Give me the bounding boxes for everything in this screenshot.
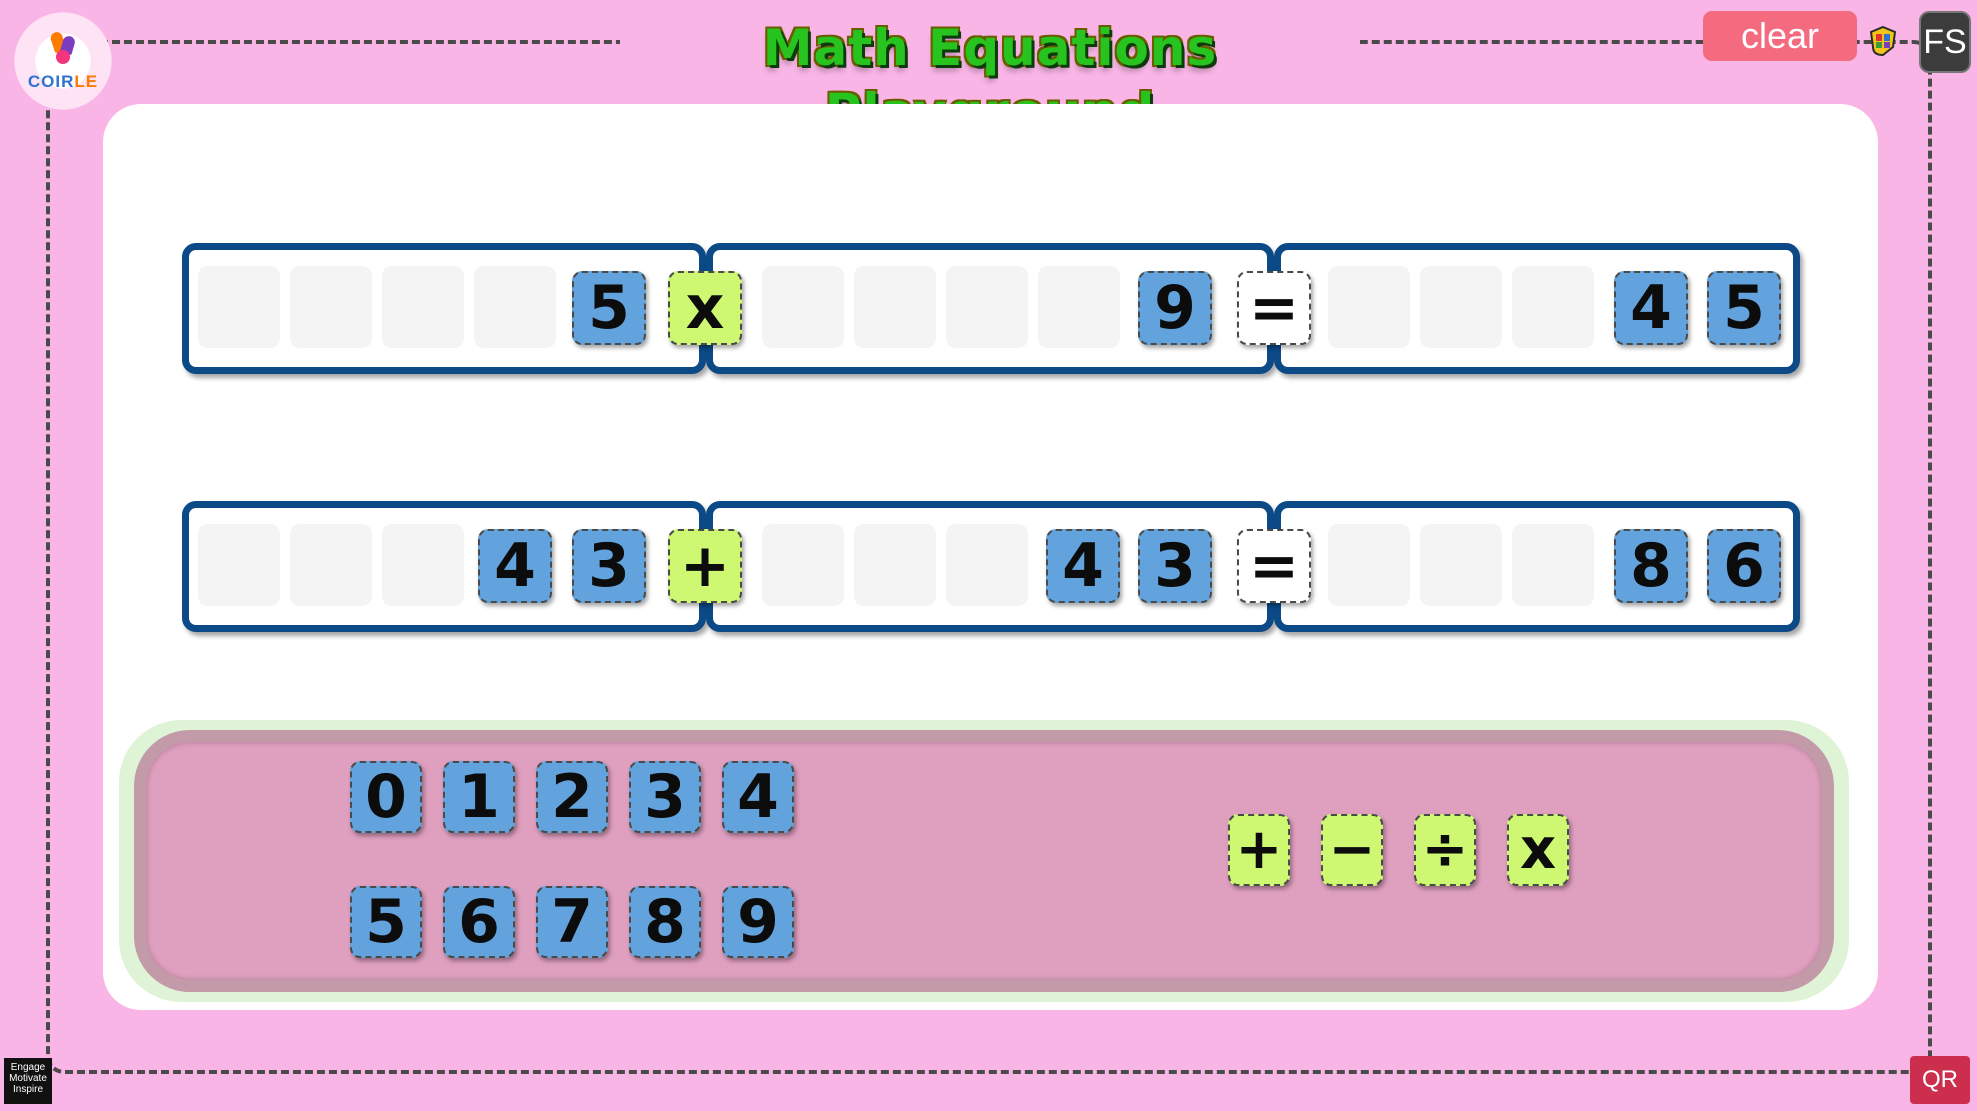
bank-operator-plus[interactable]: + bbox=[1228, 814, 1290, 886]
empty-slot[interactable] bbox=[198, 524, 280, 606]
number-tile[interactable]: 9 bbox=[1138, 271, 1212, 345]
equals-tile[interactable]: = bbox=[1237, 529, 1311, 603]
empty-slot[interactable] bbox=[1328, 524, 1410, 606]
empty-slot[interactable] bbox=[382, 266, 464, 348]
empty-slot[interactable] bbox=[1420, 266, 1502, 348]
empty-slot[interactable] bbox=[198, 266, 280, 348]
clear-button[interactable]: clear bbox=[1703, 11, 1857, 61]
engage-line: Engage bbox=[10, 1062, 46, 1073]
shield-badge-icon[interactable] bbox=[1868, 25, 1898, 57]
empty-slot[interactable] bbox=[290, 524, 372, 606]
number-tile[interactable]: 4 bbox=[1046, 529, 1120, 603]
engage-line: Inspire bbox=[12, 1084, 43, 1095]
empty-slot[interactable] bbox=[1038, 266, 1120, 348]
bank-digit-7[interactable]: 7 bbox=[536, 886, 608, 958]
logo-text: COIRLE bbox=[27, 72, 99, 91]
empty-slot[interactable] bbox=[854, 524, 936, 606]
pencil-logo-icon bbox=[46, 30, 80, 70]
number-tile[interactable]: 5 bbox=[572, 271, 646, 345]
number-tile[interactable]: 6 bbox=[1707, 529, 1781, 603]
page-title: Math Equations Playground bbox=[620, 16, 1360, 141]
fullscreen-button[interactable]: FS bbox=[1919, 11, 1971, 73]
bank-operator-minus[interactable]: − bbox=[1321, 814, 1383, 886]
operator-tile-plus[interactable]: + bbox=[668, 529, 742, 603]
number-tile[interactable]: 3 bbox=[1138, 529, 1212, 603]
empty-slot[interactable] bbox=[290, 266, 372, 348]
operator-tile-multiply[interactable]: x bbox=[668, 271, 742, 345]
bank-digit-6[interactable]: 6 bbox=[443, 886, 515, 958]
empty-slot[interactable] bbox=[1328, 266, 1410, 348]
empty-slot[interactable] bbox=[762, 266, 844, 348]
bank-digit-0[interactable]: 0 bbox=[350, 761, 422, 833]
qr-button[interactable]: QR bbox=[1910, 1056, 1970, 1104]
empty-slot[interactable] bbox=[1420, 524, 1502, 606]
empty-slot[interactable] bbox=[854, 266, 936, 348]
engage-motivate-inspire-logo[interactable]: Engage Motivate Inspire bbox=[4, 1058, 52, 1104]
number-tile[interactable]: 3 bbox=[572, 529, 646, 603]
empty-slot[interactable] bbox=[382, 524, 464, 606]
bank-digit-9[interactable]: 9 bbox=[722, 886, 794, 958]
empty-slot[interactable] bbox=[1512, 266, 1594, 348]
bank-operator-multiply[interactable]: x bbox=[1507, 814, 1569, 886]
bank-digit-3[interactable]: 3 bbox=[629, 761, 701, 833]
number-tile[interactable]: 4 bbox=[478, 529, 552, 603]
empty-slot[interactable] bbox=[474, 266, 556, 348]
empty-slot[interactable] bbox=[946, 524, 1028, 606]
number-tile[interactable]: 8 bbox=[1614, 529, 1688, 603]
coirle-logo[interactable]: COIRLE bbox=[8, 6, 118, 116]
bank-digit-8[interactable]: 8 bbox=[629, 886, 701, 958]
number-tile[interactable]: 5 bbox=[1707, 271, 1781, 345]
equals-tile[interactable]: = bbox=[1237, 271, 1311, 345]
number-tile[interactable]: 4 bbox=[1614, 271, 1688, 345]
bank-digit-1[interactable]: 1 bbox=[443, 761, 515, 833]
empty-slot[interactable] bbox=[1512, 524, 1594, 606]
empty-slot[interactable] bbox=[946, 266, 1028, 348]
bank-digit-4[interactable]: 4 bbox=[722, 761, 794, 833]
bank-operator-divide[interactable]: ÷ bbox=[1414, 814, 1476, 886]
bank-digit-5[interactable]: 5 bbox=[350, 886, 422, 958]
bank-digit-2[interactable]: 2 bbox=[536, 761, 608, 833]
empty-slot[interactable] bbox=[762, 524, 844, 606]
engage-line: Motivate bbox=[9, 1073, 47, 1084]
